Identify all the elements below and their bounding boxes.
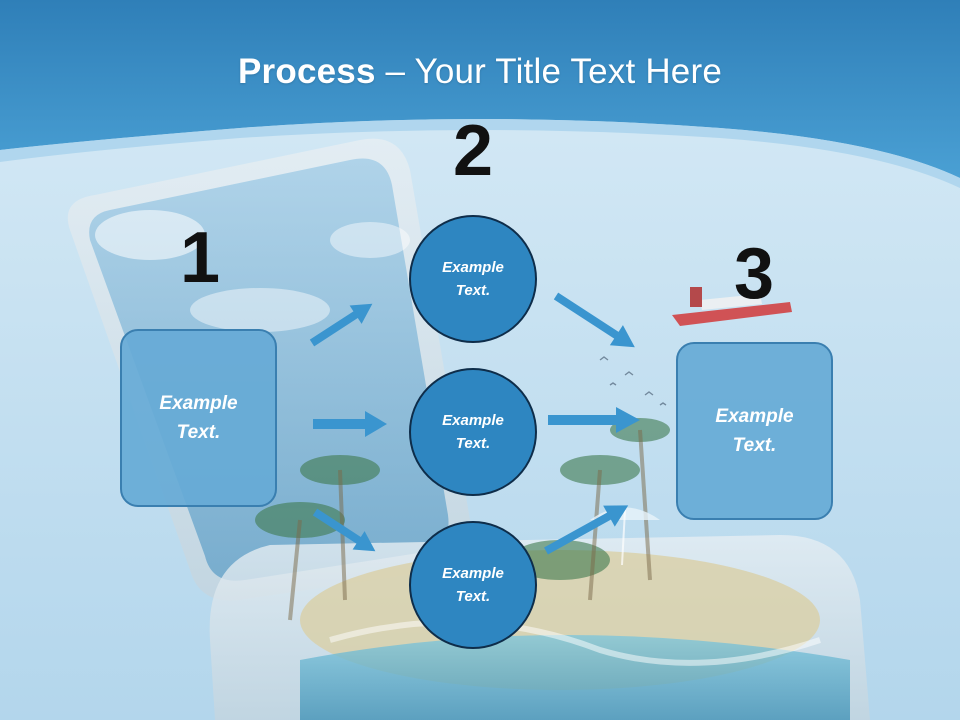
step-number-3: 3 [733, 234, 775, 314]
slide-title: Process – Your Title Text Here [0, 52, 960, 92]
circle-middle-text: Example Text. [442, 412, 504, 452]
step-3-text: Example Text. [715, 406, 794, 456]
step-2-circle-bottom: Example Text. [409, 521, 537, 649]
title-rest: – Your Title Text Here [375, 52, 722, 91]
circle-top-text: Example Text. [442, 259, 504, 299]
step-1-text: Example Text. [159, 393, 238, 443]
step-2-circle-top: Example Text. [409, 215, 537, 343]
step-1-box: Example Text. [120, 329, 277, 507]
step-number-2: 2 [452, 111, 494, 191]
step-3-box: Example Text. [676, 342, 833, 520]
step-2-circle-middle: Example Text. [409, 368, 537, 496]
title-bold: Process [238, 52, 376, 91]
step-number-1: 1 [179, 218, 221, 298]
circle-bottom-text: Example Text. [442, 565, 504, 605]
